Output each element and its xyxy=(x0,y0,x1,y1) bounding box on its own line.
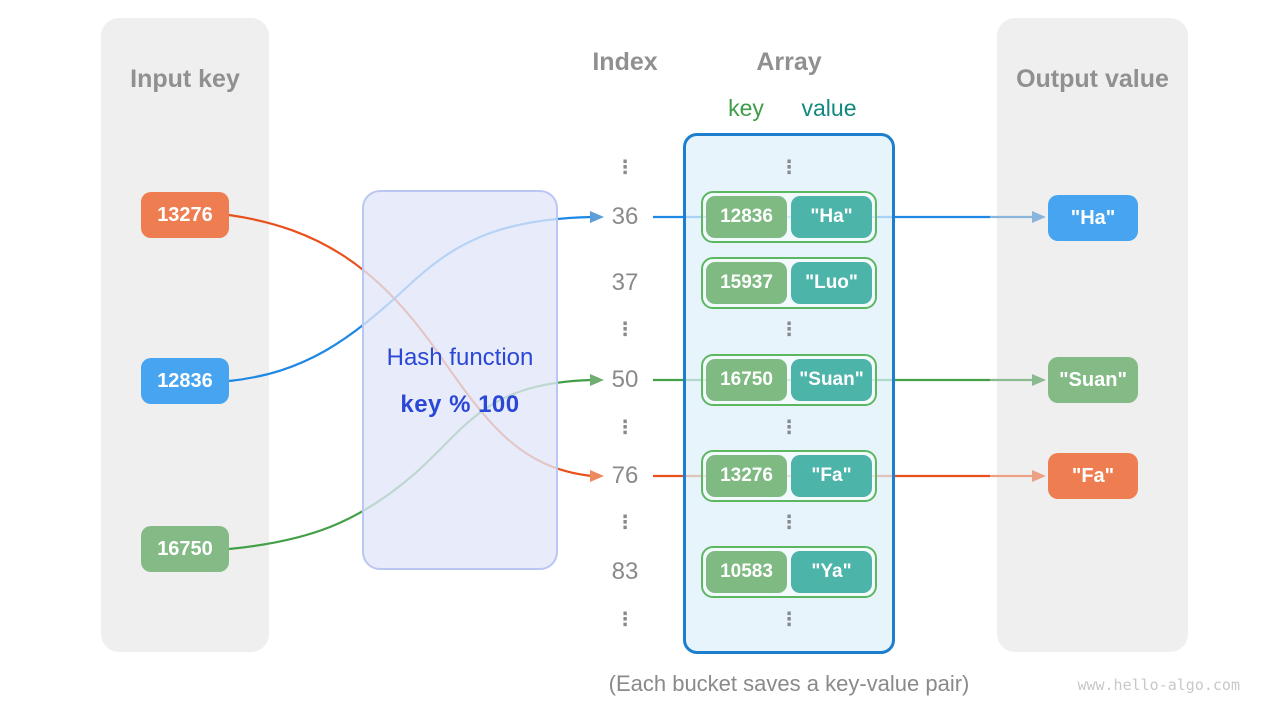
index-ellipsis: ⋮ xyxy=(615,512,635,534)
bucket-37: 15937 "Luo" xyxy=(701,257,877,309)
arrowhead-index-50-icon xyxy=(590,374,604,386)
index-ellipsis: ⋮ xyxy=(615,609,635,631)
bucket-50-value: "Suan" xyxy=(791,359,872,401)
hash-function-label: Hash function xyxy=(386,344,534,371)
array-header: Array xyxy=(756,48,822,76)
bucket-36-value: "Ha" xyxy=(791,196,872,238)
bucket-83-key: 10583 xyxy=(706,551,787,593)
arrowhead-index-36-icon xyxy=(590,211,604,223)
array-ellipsis: ⋮ xyxy=(779,417,799,439)
watermark: www.hello-algo.com xyxy=(1077,676,1240,694)
output-value-fa: "Fa" xyxy=(1048,453,1138,499)
index-ellipsis: ⋮ xyxy=(615,157,635,179)
index-header: Index xyxy=(592,48,658,76)
array-ellipsis: ⋮ xyxy=(779,512,799,534)
input-key-12836: 12836 xyxy=(141,358,229,404)
index-ellipsis: ⋮ xyxy=(615,319,635,341)
array-ellipsis: ⋮ xyxy=(779,157,799,179)
arrowhead-output-fa-icon xyxy=(1032,470,1046,482)
input-key-title: Input key xyxy=(130,65,240,93)
bucket-50-key: 16750 xyxy=(706,359,787,401)
hash-function-formula: key % 100 xyxy=(400,391,520,418)
output-value-title: Output value xyxy=(1016,65,1169,93)
caption: (Each bucket saves a key-value pair) xyxy=(608,671,970,696)
output-value-ha: "Ha" xyxy=(1048,195,1138,241)
output-value-panel: Output value xyxy=(997,18,1188,652)
input-key-13276: 13276 xyxy=(141,192,229,238)
index-76: 76 xyxy=(611,462,639,489)
arrowhead-output-ha-icon xyxy=(1032,211,1046,223)
arrowhead-index-76-icon xyxy=(590,470,604,482)
index-36: 36 xyxy=(611,203,639,230)
array-ellipsis: ⋮ xyxy=(779,609,799,631)
bucket-76-key: 13276 xyxy=(706,455,787,497)
bucket-36: 12836 "Ha" xyxy=(701,191,877,243)
bucket-76-value: "Fa" xyxy=(791,455,872,497)
arrowhead-output-suan-icon xyxy=(1032,374,1046,386)
bucket-50: 16750 "Suan" xyxy=(701,354,877,406)
input-key-16750: 16750 xyxy=(141,526,229,572)
bucket-36-key: 12836 xyxy=(706,196,787,238)
bucket-37-value: "Luo" xyxy=(791,262,872,304)
index-37: 37 xyxy=(611,269,639,296)
value-column-label: value xyxy=(801,95,857,121)
bucket-83-value: "Ya" xyxy=(791,551,872,593)
index-50: 50 xyxy=(611,366,639,393)
bucket-37-key: 15937 xyxy=(706,262,787,304)
index-ellipsis: ⋮ xyxy=(615,417,635,439)
hash-function-box: Hash function key % 100 xyxy=(362,190,558,570)
bucket-83: 10583 "Ya" xyxy=(701,546,877,598)
key-column-label: key xyxy=(728,95,764,121)
output-value-suan: "Suan" xyxy=(1048,357,1138,403)
index-83: 83 xyxy=(611,558,639,585)
array-ellipsis: ⋮ xyxy=(779,319,799,341)
bucket-76: 13276 "Fa" xyxy=(701,450,877,502)
